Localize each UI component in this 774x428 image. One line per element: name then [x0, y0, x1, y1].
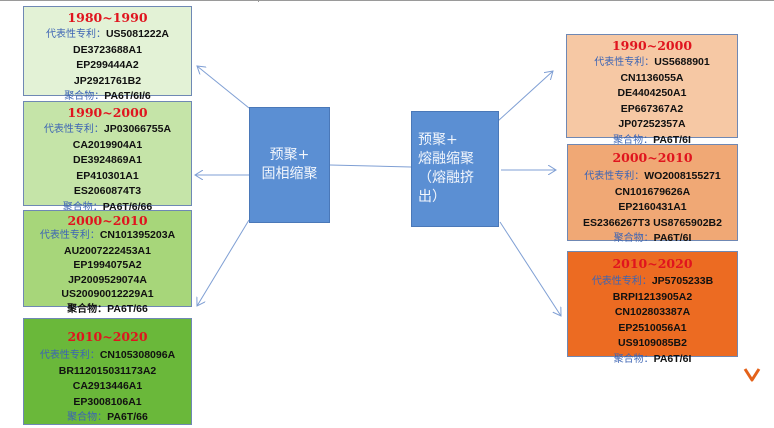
patent-number: BRPI1213905A2 [612, 290, 693, 303]
patents-label: 代表性专利： [594, 57, 655, 68]
patent-number: JP2921761B2 [73, 74, 142, 87]
patents-label: 代表性专利： [43, 124, 104, 135]
patent-number: EP299444A2 [76, 59, 139, 71]
patent-number: DE3723688A1 [73, 43, 142, 56]
patent-number: AU2007222453A1 [64, 244, 151, 257]
patent-number: JP07252357A [618, 118, 686, 130]
patent-number: BR112015031173A2 [58, 364, 157, 377]
polymer-label: 聚合物： [613, 233, 654, 244]
period-title: 1980~1990 [67, 10, 148, 25]
timeline-arrow-head [743, 368, 761, 382]
polymer-label: 聚合物： [64, 91, 105, 102]
melt-process-box: 预聚+ 熔融缩聚 （熔融挤 出） [411, 111, 499, 227]
period-title: 2010~2020 [67, 329, 148, 344]
patent-number: JP03066755A [103, 123, 172, 135]
patent-number: CA2913446A1 [72, 380, 143, 392]
patent-number: WO2008155271 [644, 170, 721, 182]
patents-label: 代表性专利： [45, 29, 106, 40]
polymer-value: PA6T/6I [653, 232, 692, 244]
polymer-label: 聚合物： [62, 201, 103, 213]
patent-number: DE3924869A1 [73, 154, 142, 166]
polymer-label: 聚合物： [613, 353, 654, 365]
polymer-value: PA6T/66 [107, 411, 148, 423]
period-title: 2000~2010 [67, 213, 148, 228]
melt-period-card: 2000~2010 代表性专利：WO2008155271 CN101679626… [567, 144, 738, 244]
top-border-tick [258, 0, 259, 2]
melt-period-card: 2010~2020 代表性专利：JP5705233B BRPI1213905A2… [567, 251, 738, 365]
solid-state-period-card: 2010~2020 代表性专利：CN105308096A BR112015031… [23, 318, 192, 425]
arrow-to-1980-1990 [197, 66, 250, 109]
period-title: 2000~2010 [612, 150, 693, 165]
process-label: 预聚+ 固相缩聚 [261, 147, 318, 182]
patents-label: 代表性专利： [591, 276, 652, 287]
link-between-processes [329, 164, 412, 168]
patents-label: 代表性专利： [39, 230, 100, 241]
solid-state-period-card: 1980~1990 代表性专利：US5081222A DE3723688A1 E… [23, 6, 192, 102]
melt-period-card: 1990~2000 代表性专利：US5688901 CN1136055A DE4… [566, 34, 738, 146]
patent-number: US9109085B2 [618, 337, 687, 349]
patent-number: EP667367A2 [620, 102, 684, 115]
patent-number: US5688901 [654, 56, 710, 68]
patent-number: US5081222A [105, 28, 170, 40]
patent-number: DE4404250A1 [617, 87, 687, 99]
polymer-value: PA6T/6I [653, 352, 692, 365]
patent-number: EP3008106A1 [73, 395, 142, 408]
patent-number: EP2510056A1 [618, 321, 687, 334]
patent-number: EP1994075A2 [73, 259, 142, 271]
patent-number: US20090012229A1 [61, 288, 154, 300]
patent-number: CN101679626A [614, 185, 691, 198]
solid-state-period-card: 2000~2010 代表性专利：CN101395203A AU200722245… [23, 210, 192, 315]
polymer-value: PA6T/66 [107, 302, 148, 315]
polymer-value: PA6T/6I/6 [104, 90, 151, 102]
polymer-value: PA6T/6I [653, 133, 691, 146]
patent-number: JP5705233B [651, 275, 714, 287]
patent-number: CN1136055A [620, 71, 684, 84]
polymer-value: PA6T/6/66 [102, 200, 153, 213]
patents-label: 代表性专利： [39, 350, 100, 361]
arrow-to-2000-2010 [197, 219, 250, 306]
patent-number: EP410301A1 [76, 169, 139, 182]
patent-number: CN102803387A [614, 306, 691, 318]
period-title: 2010~2020 [612, 256, 693, 271]
process-label: 预聚+ 熔融缩聚 （熔融挤 出） [418, 132, 474, 205]
arrow-to-melt-2010-2020 [499, 221, 561, 316]
patent-number: ES2366267T3 US8765902B2 [583, 216, 722, 229]
solid-state-period-card: 1990~2000 代表性专利：JP03066755A CA2019904A1 … [23, 101, 192, 213]
patent-number: JP2009529074A [68, 273, 147, 286]
period-title: 1990~2000 [611, 38, 693, 53]
period-title: 1990~2000 [67, 105, 148, 120]
patents-label: 代表性专利： [584, 171, 645, 182]
solid-state-process-box: 预聚+ 固相缩聚 [249, 107, 330, 223]
patent-number: CN105308096A [99, 349, 176, 361]
polymer-label: 聚合物： [67, 412, 108, 423]
polymer-label: 聚合物： [613, 134, 654, 146]
patent-number: CA2019904A1 [72, 138, 143, 151]
patent-number: ES2060874T3 [73, 185, 142, 197]
polymer-label: 聚合物： [67, 303, 108, 315]
top-border-line [0, 0, 774, 1]
patent-number: CN101395203A [99, 229, 176, 241]
arrow-to-melt-1990-2000 [497, 71, 553, 122]
patent-number: EP2160431A1 [618, 201, 687, 213]
